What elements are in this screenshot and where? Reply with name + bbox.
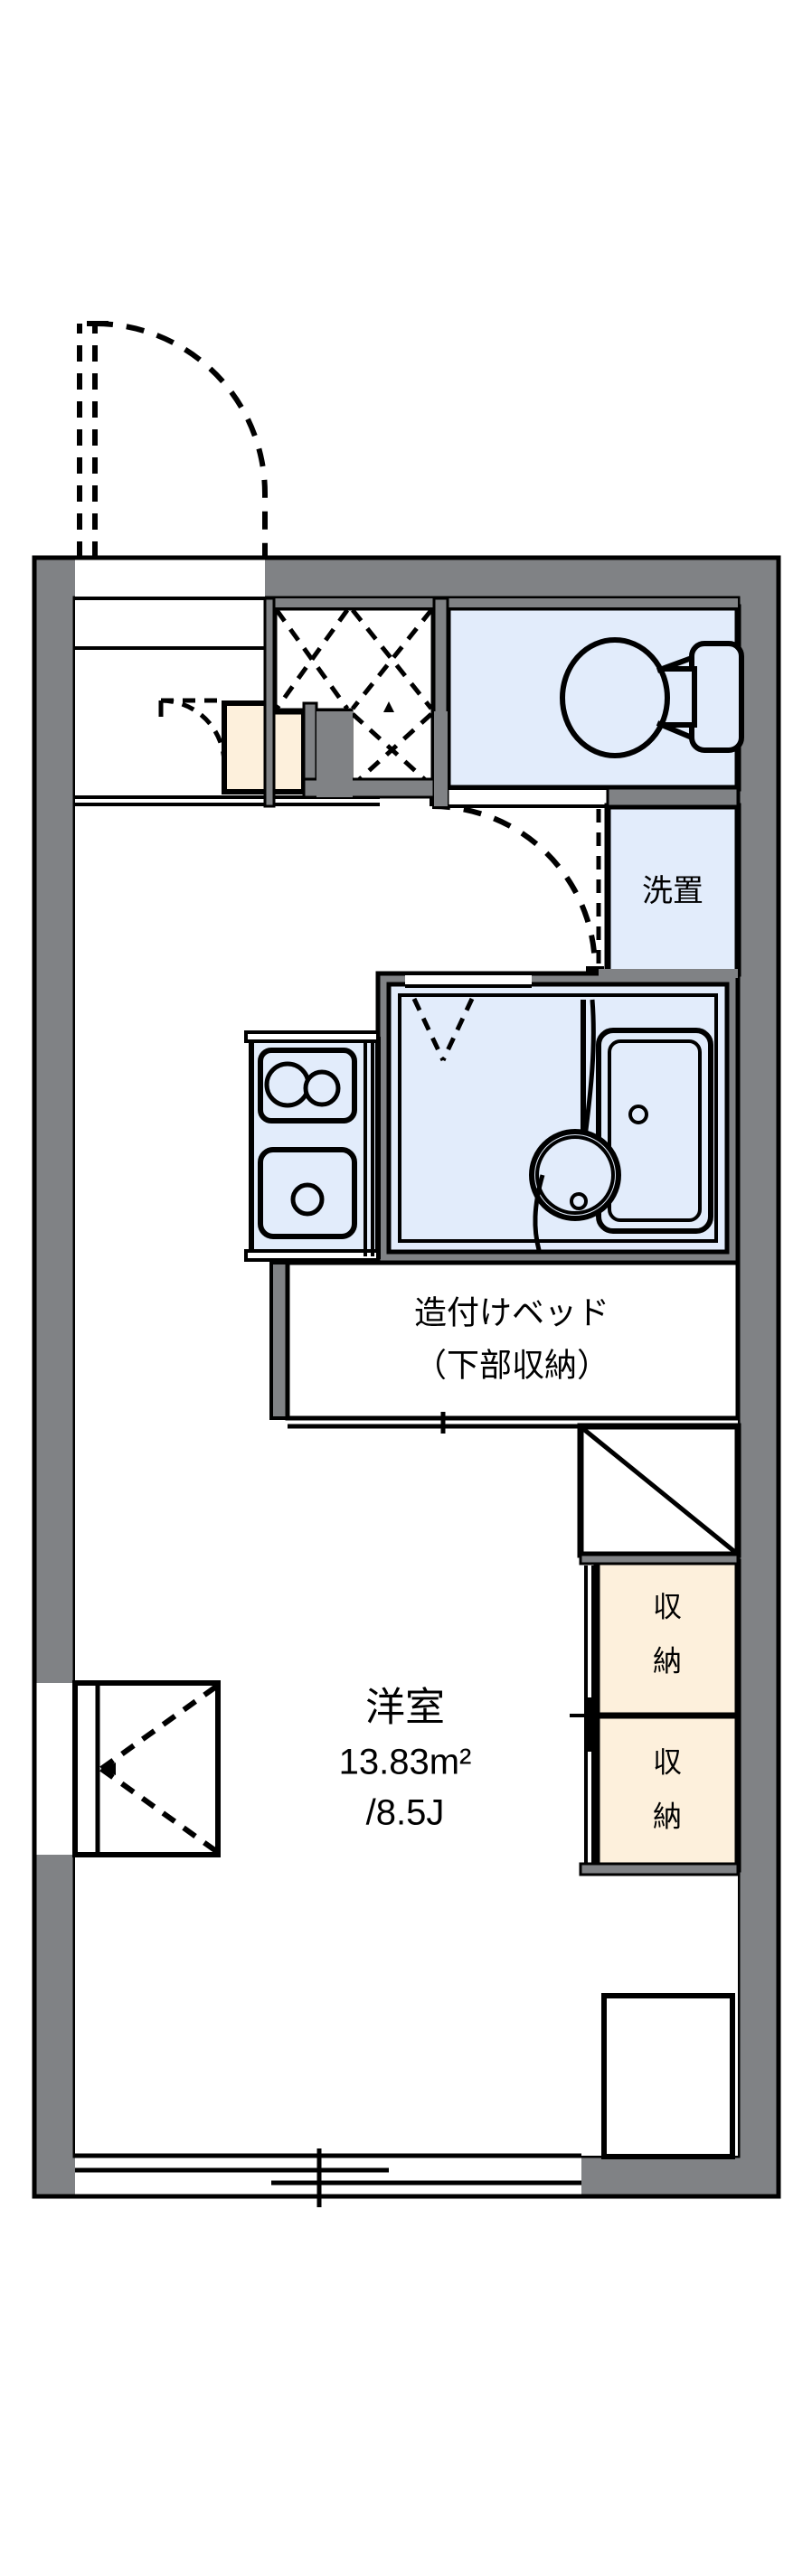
interior-walls — [263, 597, 740, 978]
kitchen-sink-icon — [258, 1147, 357, 1239]
built-in-bed-label-line1: 造付けベッド — [414, 1294, 609, 1331]
western-room-label-group: 洋室 13.83m² /8.5J — [339, 1686, 472, 1833]
closet-lower-label-2: 納 — [653, 1800, 682, 1832]
closet-lower: 収 納 — [593, 1712, 741, 1873]
entry-closet — [270, 604, 438, 792]
western-room-jou: /8.5J — [366, 1793, 445, 1833]
toilet-bowl-icon — [560, 637, 744, 758]
wash-basin-icon — [529, 999, 621, 1251]
western-room-area: 13.83m² — [339, 1743, 472, 1782]
south-window[interactable] — [75, 2148, 581, 2207]
west-window[interactable] — [32, 1680, 221, 1857]
built-in-bed: 造付けベッド （下部収納） — [269, 1260, 741, 1434]
closet-upper-label-1: 収 — [653, 1590, 682, 1622]
closet-upper-label-2: 納 — [653, 1644, 682, 1677]
closet-upper: 収 納 — [593, 1558, 741, 1719]
bottom-right-recess — [601, 1993, 735, 2159]
washer-space: 洗置 — [596, 803, 741, 977]
bathtub-icon — [596, 1028, 713, 1234]
gas-stove-icon — [258, 1048, 357, 1123]
built-in-bed-label-line2: （下部収納） — [414, 1347, 609, 1384]
entrance-door[interactable] — [75, 321, 268, 600]
closet-lower-label-1: 収 — [653, 1745, 682, 1778]
closet-stack: 収 納 収 納 — [570, 1423, 741, 1876]
washer-space-label: 洗置 — [642, 874, 703, 908]
kitchen — [244, 1030, 381, 1262]
western-room-name: 洋室 — [365, 1686, 445, 1730]
